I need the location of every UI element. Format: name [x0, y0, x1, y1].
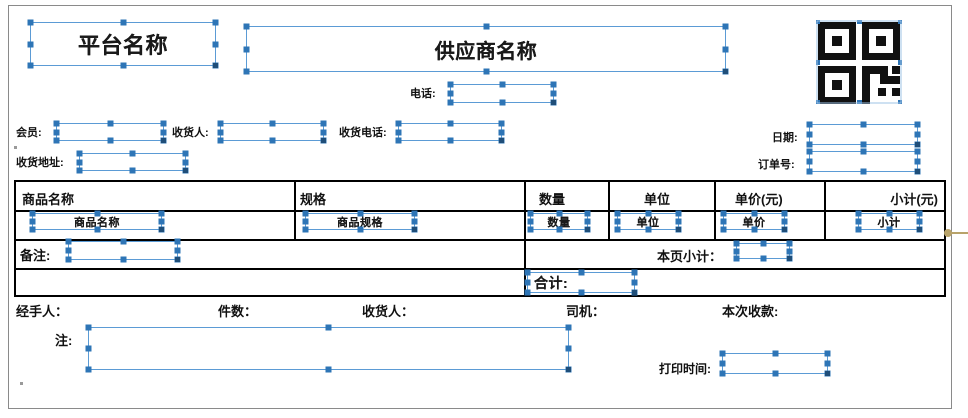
- field-item-name[interactable]: 商品名称: [30, 211, 164, 232]
- anchor-marker-bottom: [20, 382, 23, 385]
- field-total[interactable]: 合计:: [525, 270, 637, 295]
- row-divider-items: [16, 239, 944, 241]
- field-supplier-name[interactable]: 供应商名称: [244, 24, 728, 74]
- label-receiver-footer: 收货人：: [362, 304, 415, 319]
- label-note: 注:: [55, 333, 73, 348]
- label-phone: 电话:: [410, 88, 436, 100]
- item-unit-text: 单位: [636, 216, 660, 229]
- field-order-no[interactable]: [807, 149, 920, 174]
- label-payment: 本次收款:: [722, 304, 779, 319]
- col-header-amount: 小计(元): [890, 192, 938, 207]
- col-header-name: 商品名称: [22, 192, 75, 207]
- items-table: 商品名称 规格 数量 单位 单价(元) 小计(元): [14, 180, 946, 297]
- label-remark: 备注:: [20, 248, 51, 263]
- row-divider-header: [16, 210, 944, 212]
- field-print-time[interactable]: [720, 351, 830, 376]
- qr-code-icon[interactable]: [816, 20, 902, 104]
- item-amount-text: 小计: [877, 216, 901, 229]
- field-member[interactable]: [54, 121, 166, 143]
- field-item-price[interactable]: 单价: [721, 211, 787, 232]
- field-receiver[interactable]: [218, 121, 326, 143]
- label-page-subtotal: 本页小计：: [657, 249, 723, 264]
- field-phone[interactable]: [448, 82, 556, 105]
- field-platform-name[interactable]: 平台名称: [28, 20, 218, 68]
- field-item-qty[interactable]: 数量: [528, 211, 590, 232]
- field-remark[interactable]: [66, 239, 180, 262]
- total-label-text: 合计:: [534, 274, 569, 291]
- label-receiver: 收货人:: [172, 127, 209, 139]
- field-page-subtotal[interactable]: [734, 241, 792, 261]
- anchor-marker-left: [14, 146, 17, 149]
- item-qty-text: 数量: [547, 216, 571, 229]
- label-pieces: 件数：: [218, 304, 258, 319]
- label-date: 日期:: [772, 132, 798, 144]
- item-price-text: 单价: [742, 216, 766, 229]
- label-driver: 司机：: [566, 304, 606, 319]
- label-print-time: 打印时间:: [659, 362, 711, 376]
- col-header-unit: 单位: [644, 192, 671, 207]
- label-handler: 经手人：: [16, 304, 69, 319]
- field-date[interactable]: [807, 122, 920, 147]
- field-item-amount[interactable]: 小计: [856, 211, 922, 232]
- label-member: 会员:: [16, 127, 42, 139]
- field-item-unit[interactable]: 单位: [615, 211, 681, 232]
- supplier-name-text: 供应商名称: [434, 40, 538, 63]
- col-header-spec: 规格: [300, 192, 327, 207]
- field-item-spec[interactable]: 商品规格: [303, 211, 417, 232]
- field-receiver-phone[interactable]: [396, 121, 504, 143]
- label-receiver-phone: 收货电话:: [339, 127, 387, 139]
- row-divider-subtotal: [16, 268, 944, 270]
- connector-line[interactable]: [944, 229, 968, 237]
- label-address: 收货地址:: [16, 157, 64, 169]
- label-order-no: 订单号:: [758, 159, 795, 171]
- item-name-text: 商品名称: [74, 216, 120, 229]
- platform-name-text: 平台名称: [77, 33, 168, 58]
- col-header-qty: 数量: [539, 192, 566, 207]
- connector-handle[interactable]: [944, 229, 952, 237]
- item-spec-text: 商品规格: [337, 216, 383, 229]
- field-address[interactable]: [77, 151, 188, 173]
- field-note[interactable]: [86, 325, 571, 372]
- col-header-price: 单价(元): [735, 192, 783, 207]
